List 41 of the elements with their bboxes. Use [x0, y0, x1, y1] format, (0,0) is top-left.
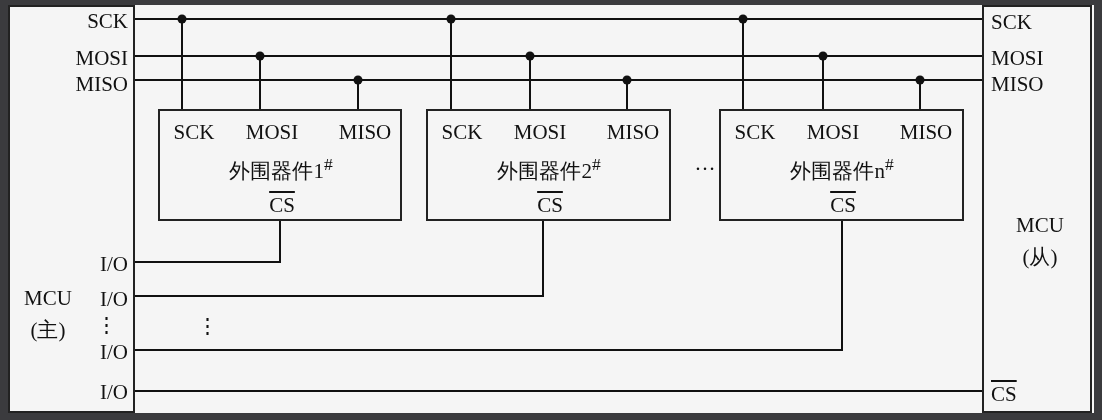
pin-label: MOSI [991, 46, 1044, 70]
pin-label: SCK [87, 9, 128, 33]
pin-label: I/O [100, 287, 128, 311]
mcu-box [982, 5, 1092, 413]
ellipsis: ⋮ [95, 313, 117, 337]
device-name: 外围器件n$^{#}$ [790, 152, 894, 183]
device-box [719, 109, 964, 221]
pin-label: SCK [173, 120, 215, 144]
pin-label: MOSI [245, 120, 299, 144]
pin-label: CS [537, 193, 563, 217]
pin-label: CS [269, 193, 295, 217]
pin-label: MISO [606, 120, 660, 144]
wire [134, 390, 983, 392]
mcu-label: MCU (从) [1015, 212, 1065, 271]
device-name: 外围器件2$^{#}$ [497, 152, 601, 183]
device-name: 外围器件1$^{#}$ [229, 152, 333, 183]
pin-label: CS [991, 382, 1017, 406]
pin-label: MISO [991, 72, 1044, 96]
pin-label: MISO [899, 120, 953, 144]
device-box [158, 109, 402, 221]
wire [134, 220, 281, 263]
pin-label: MISO [338, 120, 392, 144]
pin-label: SCK [441, 120, 483, 144]
wire [134, 79, 983, 81]
mcu-box [8, 5, 135, 413]
pin-label: I/O [100, 252, 128, 276]
pin-label: MOSI [806, 120, 860, 144]
wire [134, 220, 544, 297]
pin-label: I/O [100, 340, 128, 364]
ellipsis: … [694, 151, 716, 175]
pin-label: CS [830, 193, 856, 217]
device-box [426, 109, 671, 221]
pin-label: SCK [991, 10, 1032, 34]
ellipsis: ⋮ [196, 314, 218, 338]
wire [134, 220, 843, 351]
pin-label: SCK [734, 120, 776, 144]
mcu-label: MCU (主) [23, 285, 73, 344]
pin-label: MOSI [75, 46, 128, 70]
pin-label: MOSI [513, 120, 567, 144]
pin-label: I/O [100, 380, 128, 404]
pin-label: MISO [75, 72, 128, 96]
